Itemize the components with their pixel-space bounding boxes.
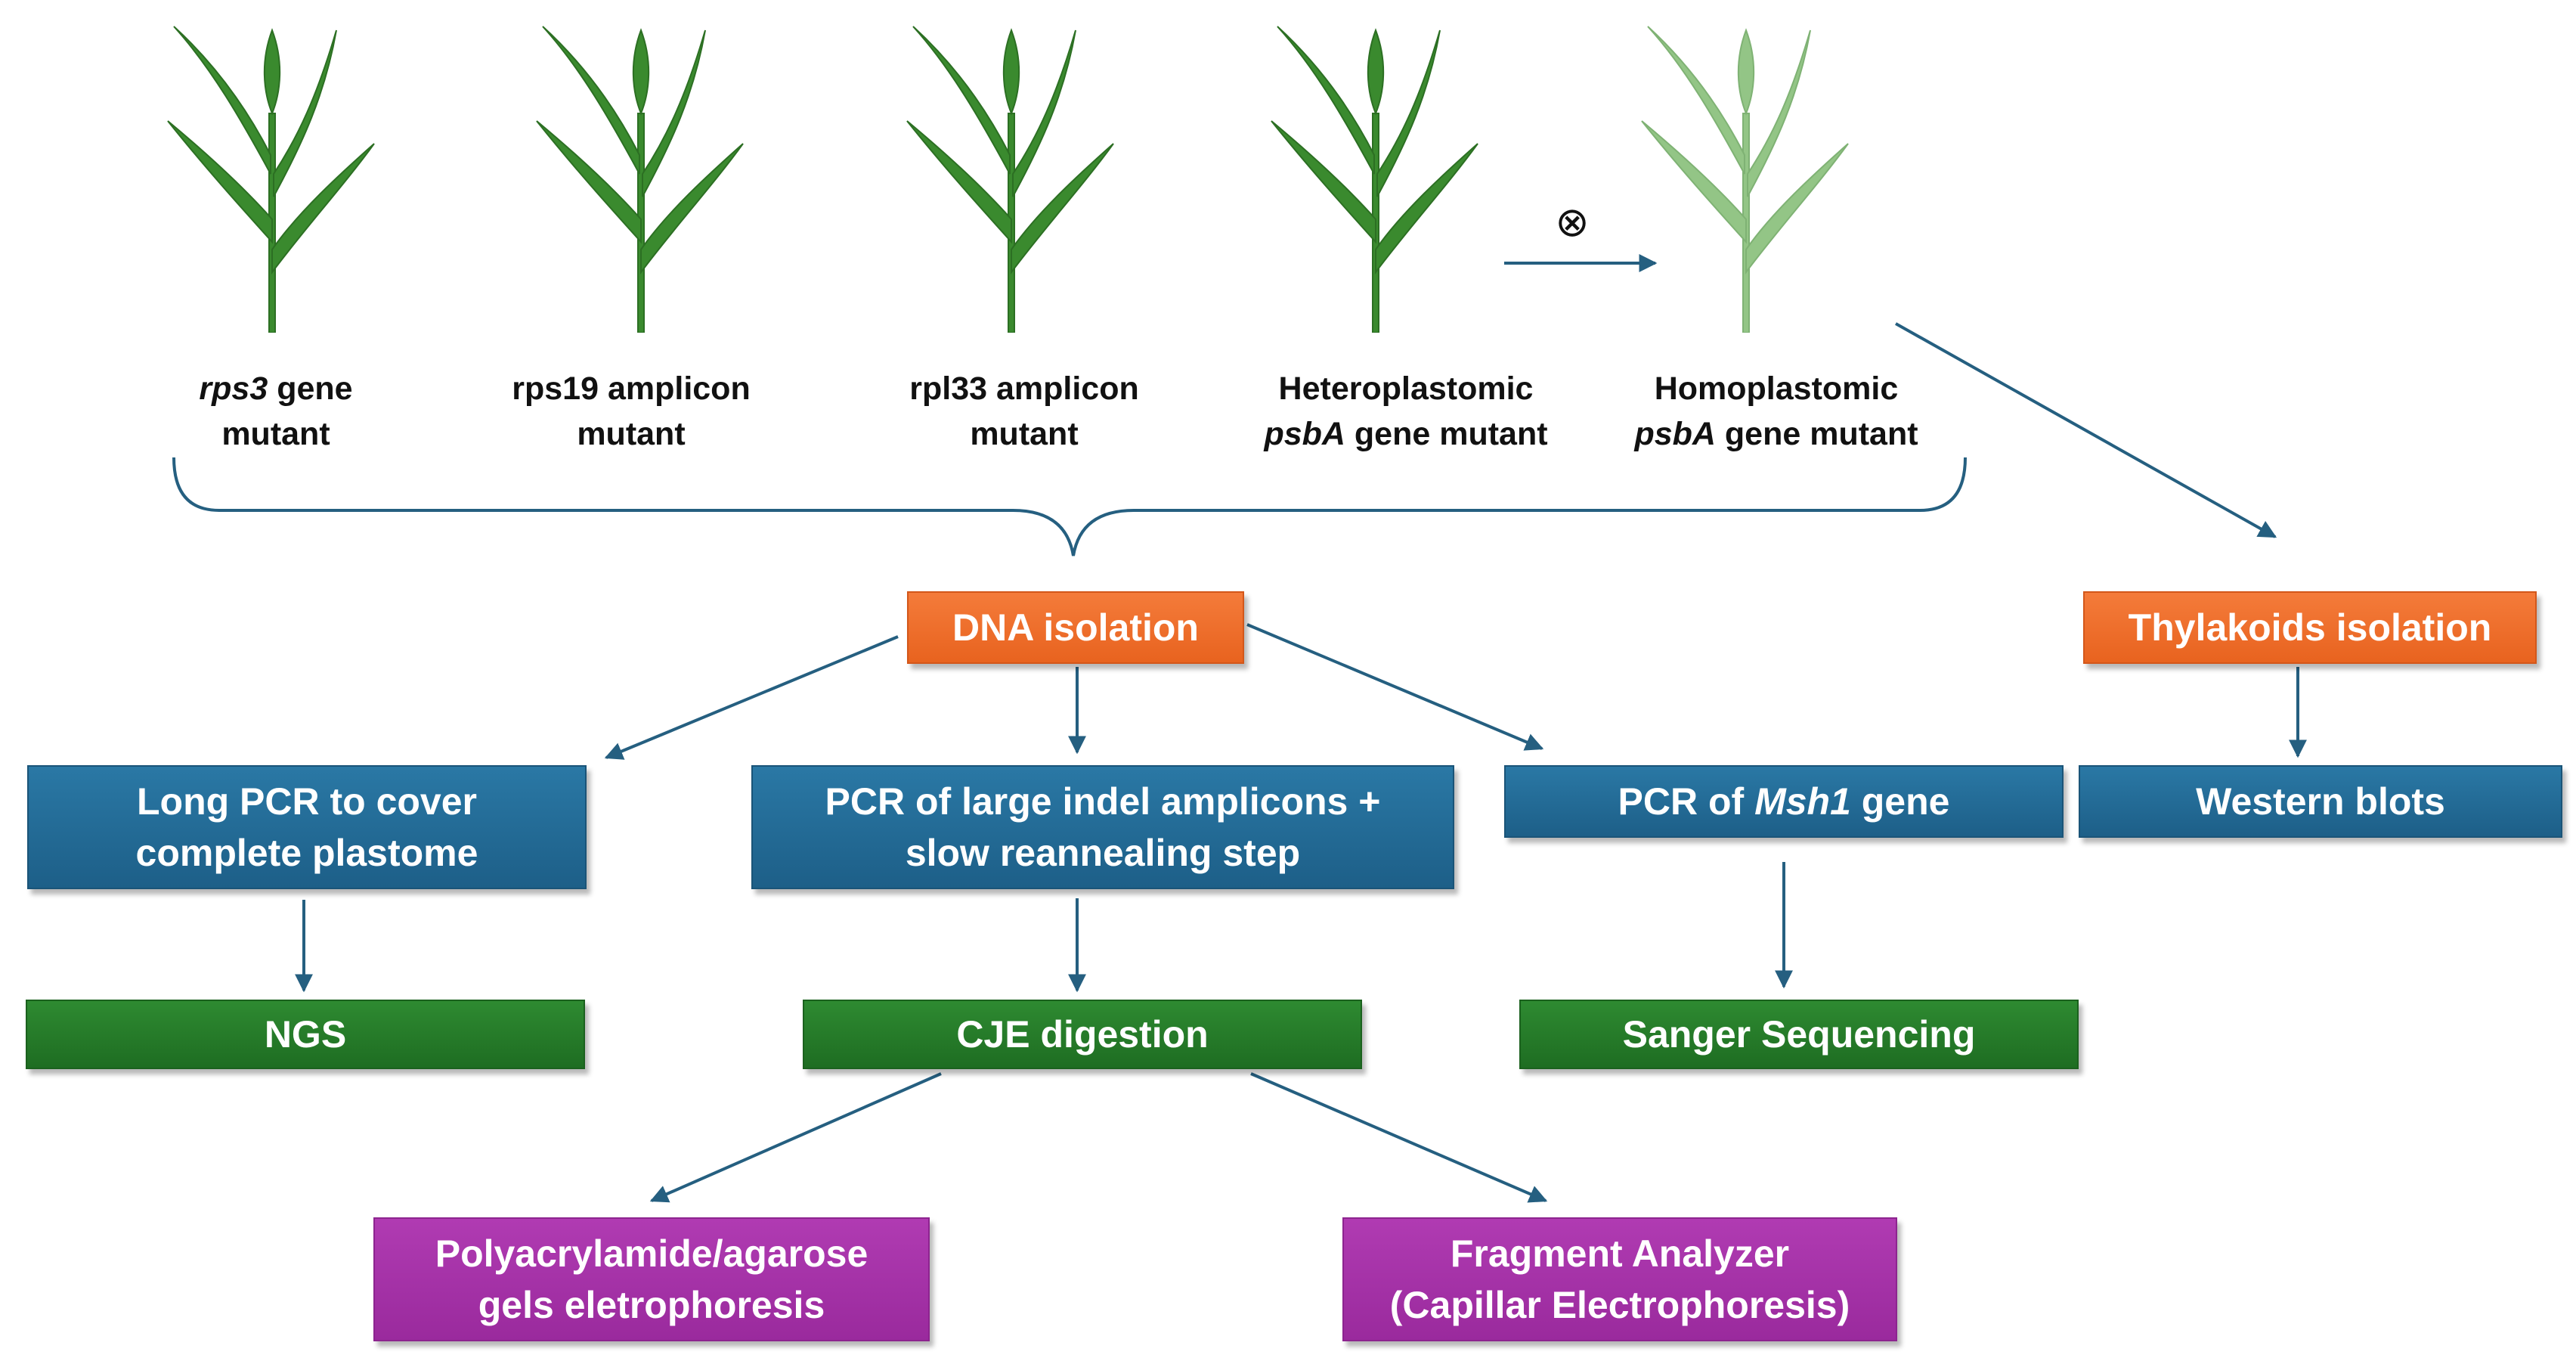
- box-label: Western blots: [2196, 780, 2445, 823]
- label-text: rpl33 amplicon: [909, 370, 1139, 407]
- plant-icon-rpl33: [906, 26, 1114, 333]
- sanger-sequencing-box: Sanger Sequencing: [1519, 1000, 2079, 1069]
- arrow-cje-to-gels: [649, 1072, 942, 1203]
- box-label: Thylakoids isolation: [2128, 606, 2492, 649]
- thylakoids-isolation-box: Thylakoids isolation: [2083, 591, 2537, 664]
- arrow-cje-to-fragment: [1250, 1072, 1548, 1203]
- plant-label-rpl33: rpl33 amplicon mutant: [869, 366, 1179, 457]
- western-blots-box: Western blots: [2079, 765, 2562, 838]
- plant-label-rps3: rps3 gene mutant: [151, 366, 401, 457]
- box-label: slow reannealing step: [905, 832, 1301, 874]
- fragment-analyzer-box: Fragment Analyzer (Capillar Electrophore…: [1342, 1217, 1897, 1341]
- plant-icon-rps19: [536, 26, 744, 333]
- gels-electrophoresis-box: Polyacrylamide/agarose gels eletrophores…: [373, 1217, 930, 1341]
- box-label: NGS: [264, 1013, 347, 1056]
- label-italic-gene: psbA: [1264, 416, 1345, 452]
- plant-label-heteroplastomic: Heteroplastomic psbA gene mutant: [1225, 366, 1587, 457]
- box-label: Fragment Analyzer: [1450, 1232, 1790, 1275]
- box-label: complete plastome: [135, 832, 478, 874]
- arrow-to-thylakoids: [1895, 322, 2277, 538]
- ngs-box: NGS: [26, 1000, 585, 1069]
- label-text: rps19 amplicon: [512, 370, 751, 407]
- arrow-dna-to-longpcr: [604, 635, 899, 760]
- cje-digestion-box: CJE digestion: [803, 1000, 1362, 1069]
- long-pcr-box: Long PCR to cover complete plastome: [27, 765, 587, 889]
- label-text: Heteroplastomic: [1278, 370, 1534, 407]
- box-label: Long PCR to cover: [136, 780, 478, 823]
- grouping-brace: [172, 457, 1967, 556]
- box-label: Polyacrylamide/agarose: [435, 1232, 868, 1275]
- box-label: PCR of: [1618, 780, 1755, 823]
- box-label: CJE digestion: [956, 1013, 1209, 1056]
- label-text: gene: [268, 370, 353, 407]
- plant-label-rps19: rps19 amplicon mutant: [476, 366, 786, 457]
- box-label: gels eletrophoresis: [478, 1284, 825, 1326]
- plant-icon-rps3: [167, 26, 375, 333]
- box-label: PCR of large indel amplicons +: [825, 780, 1381, 823]
- label-text: gene mutant: [1715, 416, 1918, 452]
- label-text: Homoplastomic: [1654, 370, 1899, 407]
- label-italic-gene: rps3: [199, 370, 268, 407]
- plant-icon-homoplastomic: [1641, 26, 1849, 333]
- label-text: mutant: [970, 416, 1079, 452]
- label-text: mutant: [577, 416, 686, 452]
- self-cross-symbol: ⊗: [1555, 198, 1589, 246]
- box-label: DNA isolation: [952, 606, 1199, 649]
- pcr-msh1-box: PCR of Msh1 gene: [1504, 765, 2064, 838]
- arrow-dna-to-msh1: [1246, 623, 1544, 751]
- box-label-italic-gene: Msh1: [1754, 780, 1851, 823]
- label-text: gene mutant: [1345, 416, 1548, 452]
- plant-icon-heteroplastomic: [1271, 26, 1478, 333]
- box-label: (Capillar Electrophoresis): [1389, 1284, 1850, 1326]
- box-label: Sanger Sequencing: [1622, 1013, 1976, 1056]
- pcr-indel-box: PCR of large indel amplicons + slow rean…: [751, 765, 1454, 889]
- box-label: gene: [1850, 780, 1950, 823]
- label-text: mutant: [221, 416, 330, 452]
- plant-label-homoplastomic: Homoplastomic psbA gene mutant: [1595, 366, 1958, 457]
- label-italic-gene: psbA: [1634, 416, 1716, 452]
- dna-isolation-box: DNA isolation: [907, 591, 1244, 664]
